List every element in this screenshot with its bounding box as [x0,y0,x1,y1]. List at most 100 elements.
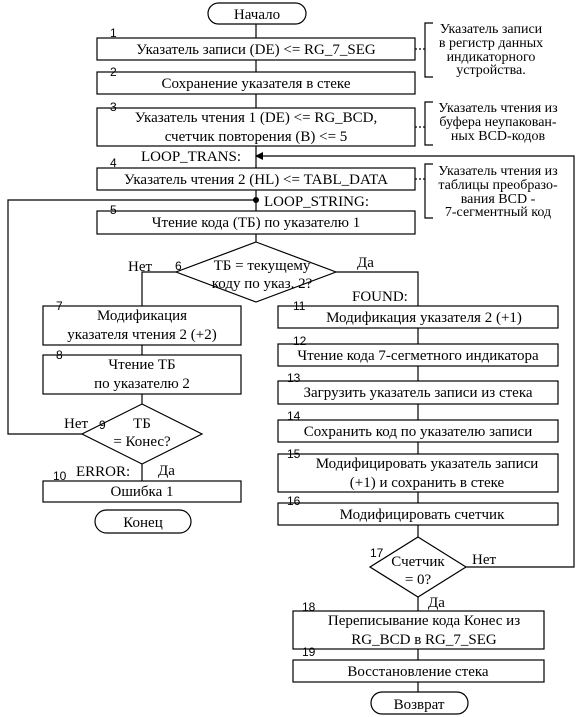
block-5: Чтение кода (ТБ) по указателю 1 [96,210,416,235]
block-3: Указатель чтения 1 (DE) <= RG_BCD, счетч… [96,107,416,147]
decision-9: ТБ = Конес? [80,403,204,465]
block-10: Ошибка 1 [42,480,242,503]
block-12: Чтение кода 7-сегметного индикатора [277,343,559,367]
block-16: Модифицировать счетчик [277,502,559,526]
block-19-label: Восстановление стека [347,664,489,680]
block-11-label: Модификация указателя 2 (+1) [326,310,522,326]
block-12-label: Чтение кода 7-сегметного индикатора [297,348,539,364]
step-number-12: 12 [293,334,307,348]
terminal-start: Начало [207,2,307,25]
comment-4-line-1: Указатель чтения из [438,164,558,179]
label-yes-d17: Да [428,595,445,611]
decision-17-line-2: = 0? [405,572,432,588]
terminal-end: Конец [94,509,192,534]
decision-6-line-2: коду по указ. 2? [212,276,313,292]
block-5-label: Чтение кода (ТБ) по указателю 1 [152,215,360,231]
step-number-19: 19 [302,645,316,659]
step-number-4: 4 [110,156,117,170]
block-10-label: Ошибка 1 [110,484,173,500]
comment-3-line-3: ных BCD-кодов [451,129,546,144]
decision-17-line-1: Счетчик [391,554,445,570]
step-number-14: 14 [287,409,301,423]
label-no-d9: Нет [64,416,88,432]
block-13: Загрузить указатель записи из стека [277,380,559,405]
step-number-8: 8 [56,348,63,362]
terminal-end-label: Конец [123,515,162,531]
comment-1: Указатель записи в регистр данных индика… [439,22,543,78]
terminal-return-label: Возврат [394,697,445,713]
label-yes-d6: Да [357,255,374,271]
step-number-16: 16 [287,494,301,508]
comment-3: Указатель чтения из буфера неупакован- н… [438,101,558,144]
step-number-11: 11 [293,299,306,313]
flow-labels: LOOP_TRANS: LOOP_STRING: FOUND: ERROR: Н… [64,149,496,611]
step-number-6: 6 [175,259,182,273]
block-3-line-1: Указатель чтения 1 (DE) <= RG_BCD, [135,110,378,126]
block-11: Модификация указателя 2 (+1) [277,305,559,329]
step-number-18: 18 [302,600,316,614]
comment-3-line-2: буфера неупакован- [439,115,557,130]
block-7-line-1: Модификация [97,308,187,324]
step-number-1: 1 [110,26,117,40]
step-number-2: 2 [110,65,117,79]
label-loop-trans: LOOP_TRANS: [141,149,241,165]
step-number-5: 5 [110,203,117,217]
block-4: Указатель чтения 2 (HL) <= TABL_DATA [96,167,416,191]
block-19: Восстановление стека [292,659,545,683]
comment-4-line-2: таблицы преобразо- [438,178,558,193]
block-8: Чтение ТБ по указателю 2 [42,354,242,395]
block-7-line-2: указателя чтения 2 (+2) [67,327,216,343]
block-2: Сохранение указателя в стеке [96,71,416,95]
block-15: Модифицировать указатель записи (+1) и с… [277,453,559,493]
block-7: Модификация указателя чтения 2 (+2) [42,305,242,346]
decision-6-line-1: ТБ = текущему [214,258,311,274]
decision-6: ТБ = текущему коду по указ. 2? [174,241,338,303]
label-found: FOUND: [352,289,408,305]
block-13-label: Загрузить указатель записи из стека [303,385,532,401]
connectors [7,22,575,692]
block-18-line-1: Переписывание кода Конес из [328,613,520,629]
label-yes-d9: Да [158,463,175,479]
label-error: ERROR: [76,464,130,480]
block-14: Сохранить код по указателю записи [277,419,559,443]
step-number-7: 7 [56,299,63,313]
step-number-9: 9 [99,418,106,432]
block-15-line-1: Модифицировать указатель записи [316,456,539,472]
block-18: Переписывание кода Конес из RG_BCD в RG_… [292,610,545,650]
comment-4-line-4: 7-сегментный код [445,205,551,220]
label-no-d17: Нет [472,552,496,568]
comment-3-line-1: Указатель чтения из [438,101,558,116]
terminal-start-label: Начало [234,7,280,23]
decision-17: Счетчик = 0? [368,536,468,598]
block-15-line-2: (+1) и сохранить в стеке [350,475,505,491]
block-8-line-2: по указателю 2 [94,376,190,392]
block-16-label: Модифицировать счетчик [340,507,505,523]
comment-1-line-2: в регистр данных [439,36,543,51]
step-number-10: 10 [53,469,67,483]
step-number-3: 3 [110,100,117,114]
block-3-line-2: счетчик повторения (B) <= 5 [165,129,348,145]
block-8-line-1: Чтение ТБ [108,357,175,373]
block-14-label: Сохранить код по указателю записи [304,424,532,440]
comment-4-line-3: вания BCD - [461,192,536,207]
label-no-d6: Нет [128,259,152,275]
block-1: Указатель записи (DE) <= RG_7_SEG [96,37,416,61]
step-number-13: 13 [287,371,301,385]
step-number-15: 15 [287,447,301,461]
terminal-return: Возврат [370,691,469,715]
comment-1-line-4: устройства. [456,63,525,78]
block-18-line-2: RG_BCD в RG_7_SEG [351,632,497,648]
comment-1-line-1: Указатель записи [440,22,543,37]
comment-4: Указатель чтения из таблицы преобразо- в… [438,164,558,220]
step-number-17: 17 [370,546,384,560]
comment-1-line-3: индикаторного [447,50,536,65]
block-2-label: Сохранение указателя в стеке [162,76,351,92]
step-numbers: 1 2 3 4 5 6 7 8 9 10 11 12 13 14 15 16 1… [53,26,384,659]
decision-9-line-1: ТБ [133,416,151,432]
decision-9-line-2: = Конес? [113,434,171,450]
block-4-label: Указатель чтения 2 (HL) <= TABL_DATA [124,172,388,188]
block-1-label: Указатель записи (DE) <= RG_7_SEG [136,42,376,58]
label-loop-string: LOOP_STRING: [264,194,369,210]
